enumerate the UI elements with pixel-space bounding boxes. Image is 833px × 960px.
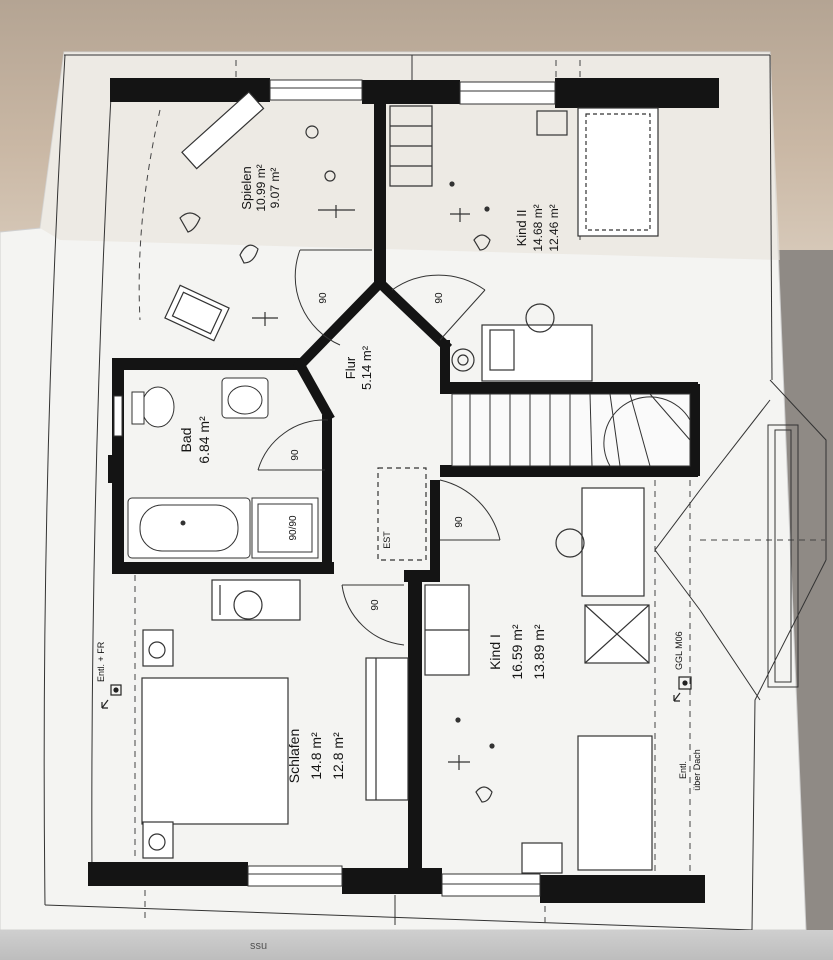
bottom-paper-strip bbox=[0, 930, 833, 960]
footer-fragment: ssu bbox=[250, 940, 268, 952]
door-label: 90 bbox=[370, 599, 381, 611]
door-swings bbox=[257, 249, 501, 646]
est-label: EST bbox=[382, 531, 392, 549]
toilet bbox=[141, 386, 175, 428]
room-area-schlafen-1: 14.8 m² bbox=[308, 732, 324, 780]
spielen-furniture bbox=[164, 91, 355, 342]
desk-kind2 bbox=[481, 324, 593, 382]
room-area-kind1-2: 13.89 m² bbox=[531, 624, 547, 680]
staircase bbox=[451, 393, 691, 467]
room-label-spielen: Spielen 10.99 m² 9.07 m² bbox=[239, 164, 282, 211]
room-label-bad: Bad 6.84 m² bbox=[178, 416, 212, 464]
shower-label: 90/90 bbox=[288, 515, 299, 540]
walls bbox=[88, 78, 719, 903]
room-name-flur: Flur bbox=[343, 356, 358, 379]
door-label: 90 bbox=[318, 292, 329, 304]
room-label-schlafen: Schlafen 14.8 m² 12.8 m² bbox=[286, 729, 346, 783]
room-area-kind1-1: 16.59 m² bbox=[509, 624, 525, 680]
room-area-spielen-2: 9.07 m² bbox=[268, 168, 282, 209]
bench bbox=[181, 91, 265, 170]
kind1-furniture bbox=[424, 487, 653, 874]
bathroom-fixtures bbox=[113, 377, 319, 559]
room-label-kind1: Kind I 16.59 m² 13.89 m² bbox=[487, 624, 547, 680]
room-area-kind2-1: 14.68 m² bbox=[531, 204, 545, 251]
room-name-schlafen: Schlafen bbox=[286, 729, 302, 783]
room-name-bad: Bad bbox=[178, 428, 194, 453]
wardrobe bbox=[365, 657, 409, 801]
est-box bbox=[377, 467, 427, 561]
roof-outline bbox=[43, 54, 827, 931]
door-label: 90 bbox=[290, 449, 301, 461]
room-area-flur-1: 5.14 m² bbox=[359, 345, 374, 390]
kind2-furniture bbox=[389, 105, 659, 382]
note-ggl: GGL M06 bbox=[674, 631, 684, 670]
bed-kind2 bbox=[577, 107, 659, 237]
room-name-spielen: Spielen bbox=[239, 166, 254, 209]
schlafen-furniture bbox=[141, 579, 409, 859]
bed-schlafen bbox=[141, 677, 289, 825]
note-entl-fr: Entl. + FR bbox=[96, 641, 106, 682]
vent-symbols bbox=[101, 676, 692, 709]
room-name-kind2: Kind II bbox=[514, 210, 529, 247]
room-label-flur: Flur 5.14 m² bbox=[343, 345, 374, 390]
note-entl-dach-2: über Dach bbox=[692, 749, 702, 791]
door-label: 90 bbox=[454, 516, 465, 528]
door-label: 90 bbox=[434, 292, 445, 304]
room-label-kind2: Kind II 14.68 m² 12.46 m² bbox=[514, 204, 561, 251]
room-area-schlafen-2: 12.8 m² bbox=[330, 732, 346, 780]
room-area-spielen-1: 10.99 m² bbox=[254, 164, 268, 211]
room-area-kind2-2: 12.46 m² bbox=[547, 204, 561, 251]
note-entl-dach-1: Entl. bbox=[678, 761, 688, 779]
dormer-outline bbox=[654, 399, 799, 701]
room-name-kind1: Kind I bbox=[487, 634, 503, 670]
shower bbox=[251, 497, 319, 559]
windows bbox=[247, 79, 556, 897]
room-area-bad-1: 6.84 m² bbox=[196, 416, 212, 464]
bed-kind1 bbox=[577, 735, 653, 871]
flur-diagonal-walls bbox=[292, 277, 453, 422]
